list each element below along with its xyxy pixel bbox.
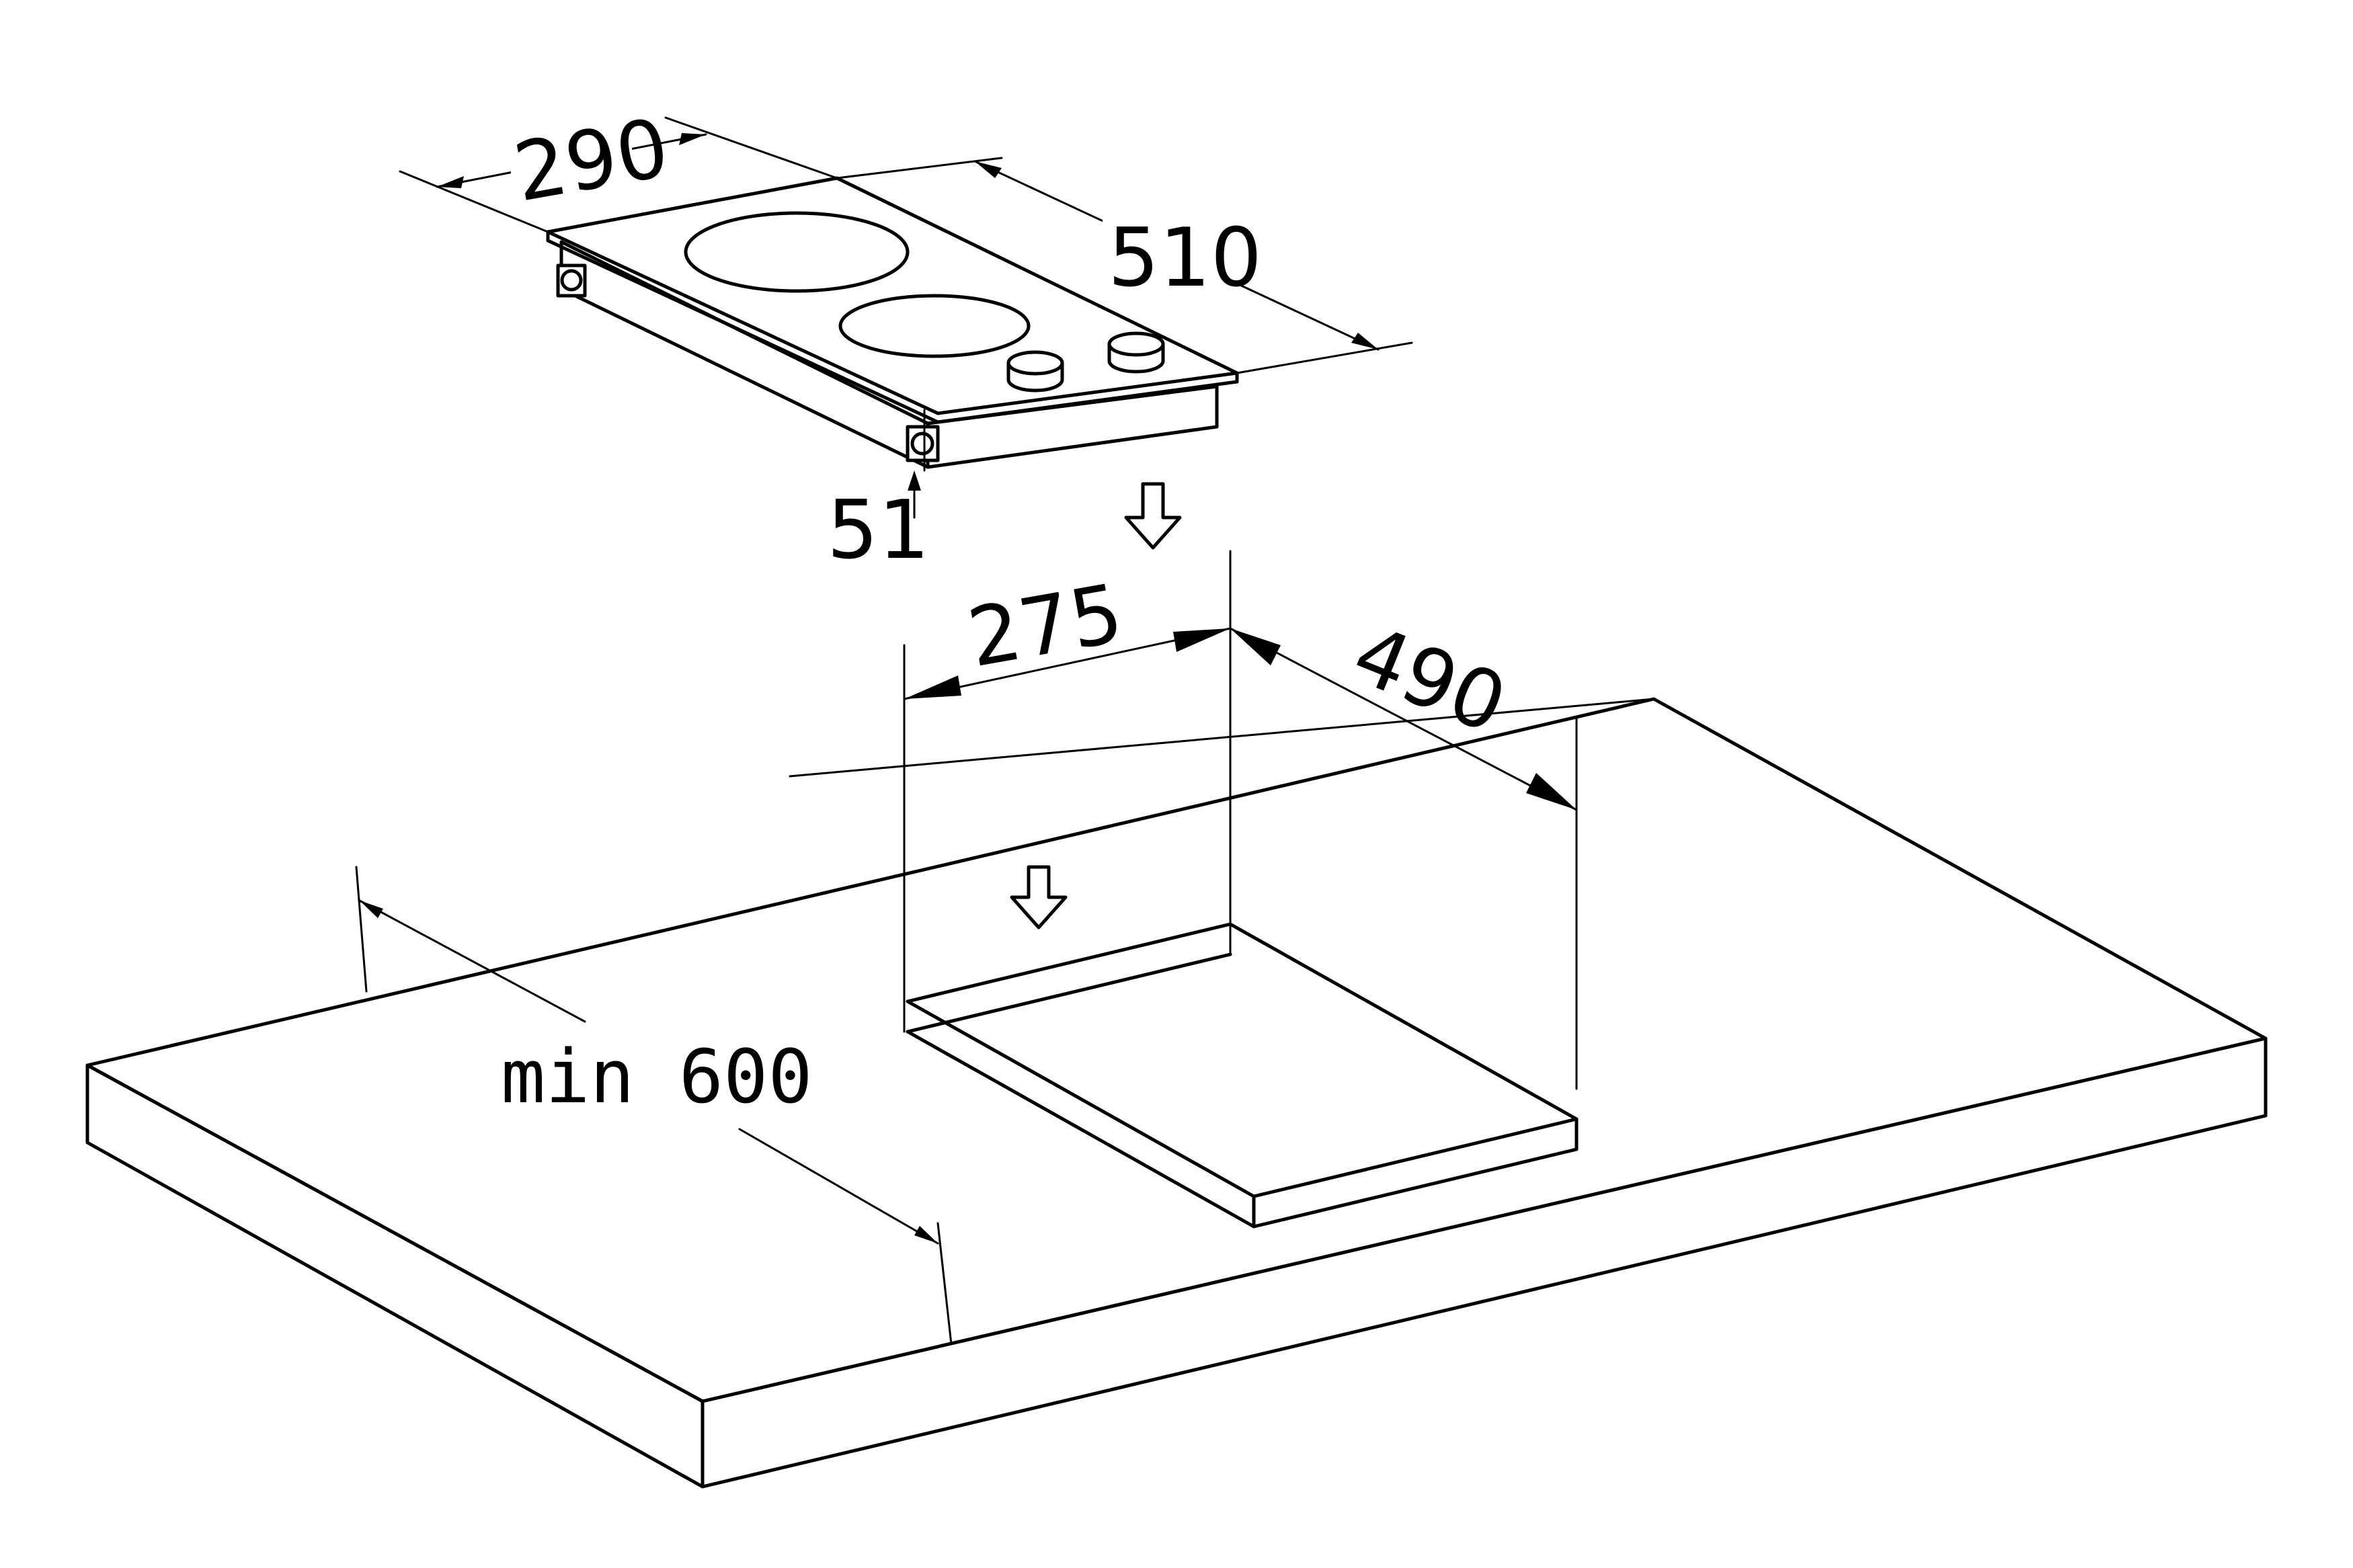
cutout-inner-left-wall [906, 1030, 1256, 1229]
countertop-right-face [701, 1036, 2268, 1489]
down-arrow-upper-icon [1124, 482, 1182, 550]
dim-hob-depth: 510 [836, 157, 1413, 374]
hob [546, 176, 1239, 472]
cooking-zone-large [684, 211, 910, 293]
cutout-front-drop [1252, 1117, 1579, 1229]
mounting-bracket-front [906, 425, 940, 462]
cutout-inner-back-wall [906, 952, 1232, 1034]
projection-lines [355, 550, 1655, 1346]
cutout [906, 922, 1579, 1229]
hob-height-label: 51 [827, 484, 930, 577]
dim-cutout-width: 275 [903, 567, 1232, 700]
control-knob-right [1107, 331, 1165, 374]
control-knob-left [1006, 350, 1064, 393]
dim-clearance: min 600 [358, 899, 939, 1245]
hob-glass-edge [546, 230, 1239, 424]
clearance-label: min 600 [501, 1034, 813, 1120]
dim-hob-height: 51 [827, 470, 930, 577]
cooking-zone-small [838, 294, 1031, 358]
hob-depth-label: 510 [1108, 212, 1262, 305]
cutout-depth-label: 490 [1341, 608, 1518, 752]
cutout-width-label: 275 [961, 567, 1129, 686]
hob-width-label: 290 [508, 101, 676, 220]
mounting-bracket-left [556, 263, 587, 298]
down-arrow-lower-icon [1010, 865, 1068, 930]
